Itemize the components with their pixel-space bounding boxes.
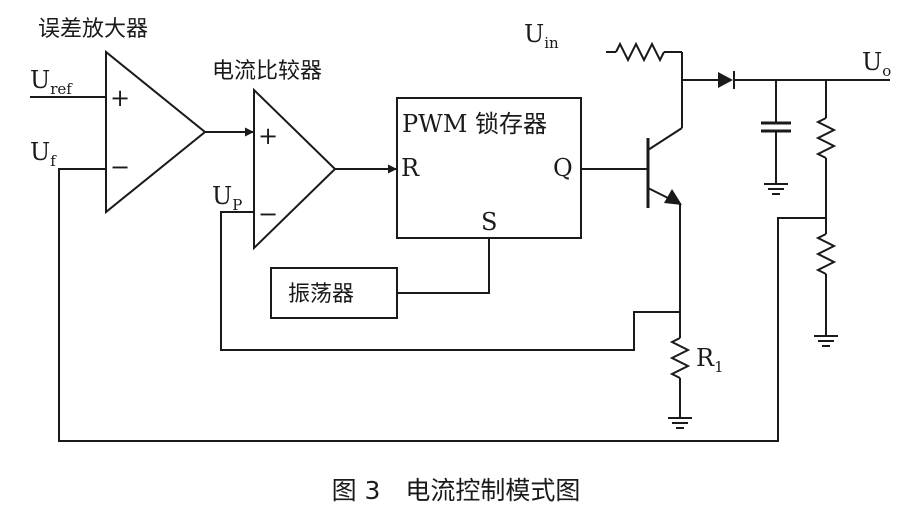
error-amplifier-triangle (105, 49, 207, 215)
oscillator-label: 振荡器 (288, 282, 354, 307)
comparator-plus: + (258, 122, 278, 150)
sense-resistor-r1 (669, 337, 691, 379)
divider-resistor-bottom (815, 233, 837, 275)
current-comparator-triangle (253, 87, 337, 251)
diode-triangle (718, 72, 733, 88)
figure-caption: 图 3 电流控制模式图 (332, 476, 581, 505)
error-amp-plus: + (110, 84, 130, 112)
transistor-emitter-arrow (664, 189, 682, 205)
current-sense-wire (220, 211, 680, 351)
uf-label: Uf (30, 138, 57, 170)
output-capacitor (761, 80, 791, 195)
oscillator: 振荡器 (270, 267, 398, 319)
input-resistor (615, 41, 665, 63)
latch-s-pin: S (481, 208, 497, 236)
voltage-divider (814, 80, 838, 347)
error-amp-minus: − (110, 153, 130, 181)
latch-r-pin: R (401, 154, 420, 182)
r1-ground-icon (668, 417, 692, 429)
r1-label: R1 (696, 344, 724, 376)
error-amplifier-label: 误差放大器 (38, 17, 148, 42)
comparator-minus: − (258, 200, 278, 228)
voltage-feedback-wire (58, 168, 826, 442)
uref-label: Uref (30, 66, 73, 98)
up-label: UP (212, 182, 242, 214)
transistor-collector (647, 127, 683, 151)
pwm-latch-label: PWM 锁存器 (402, 110, 547, 138)
uo-label: Uo (862, 48, 891, 80)
oscillator-to-s-wire (397, 238, 490, 294)
error-amplifier: 误差放大器 + − (38, 17, 207, 215)
divider-resistor-top (815, 117, 837, 159)
npn-transistor (646, 127, 683, 208)
cap-ground-icon (764, 183, 788, 195)
latch-q-pin: Q (553, 154, 573, 182)
current-comparator: 电流比较器 + − (212, 59, 337, 251)
pwm-latch: PWM 锁存器 R Q S (396, 97, 582, 239)
current-comparator-label: 电流比较器 (212, 59, 322, 84)
divider-ground-icon (814, 335, 838, 347)
uin-label: Uin (524, 20, 559, 52)
